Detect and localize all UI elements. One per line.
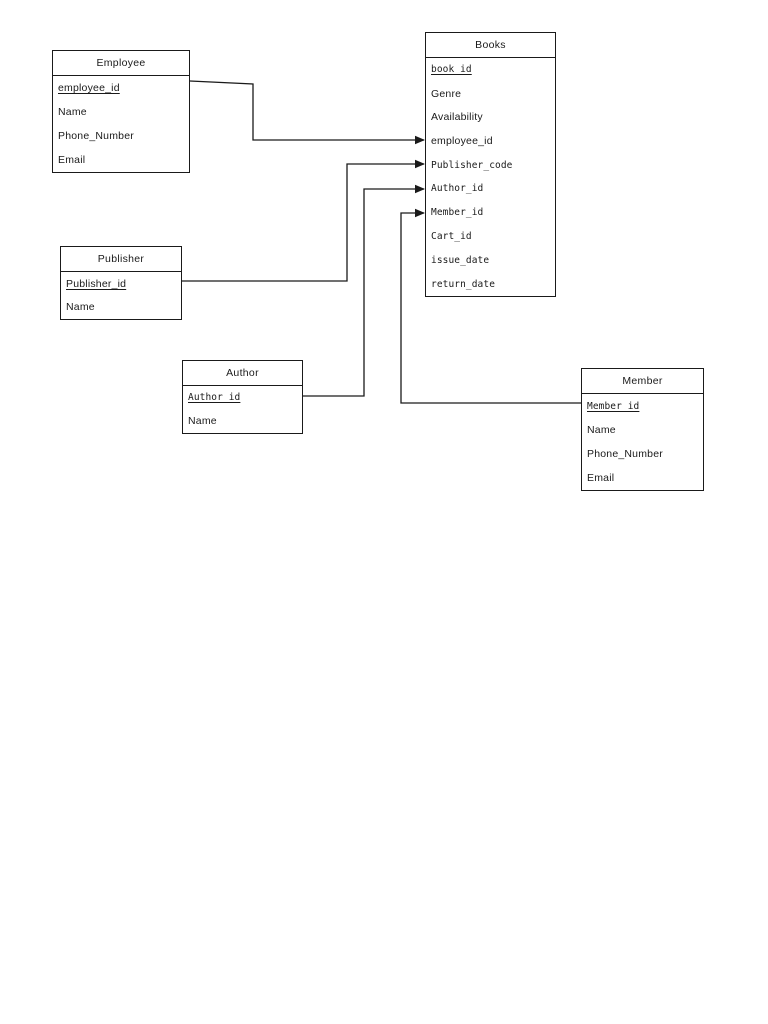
field-books-book_id: book_id: [431, 64, 472, 76]
field-employee-name: Name: [58, 106, 87, 118]
field-author-name: Name: [188, 415, 217, 428]
entity-member: Member Member_id Name Phone_Number Email: [581, 368, 704, 491]
field-employee-employee_id: employee_id: [58, 82, 120, 94]
entity-author-fields: Author_id Name: [183, 386, 302, 433]
field-member-email: Email: [587, 472, 615, 484]
relationship-author-to-books: [303, 184, 425, 397]
field-books-publisher_code: Publisher_code: [431, 159, 513, 171]
entity-author-title: Author: [183, 361, 302, 386]
entity-member-fields: Member_id Name Phone_Number Email: [582, 394, 703, 490]
entity-employee: Employee employee_id Name Phone_Number E…: [52, 50, 190, 173]
field-employee-phone_number: Phone_Number: [58, 130, 134, 142]
entity-employee-title: Employee: [53, 51, 189, 76]
field-books-author_id: Author_id: [431, 183, 484, 195]
entity-author: Author Author_id Name: [182, 360, 303, 434]
field-books-issue_date: issue_date: [431, 254, 490, 266]
entity-publisher: Publisher Publisher_id Name: [60, 246, 182, 320]
field-books-availability: Availability: [431, 111, 483, 124]
field-member-phone_number: Phone_Number: [587, 448, 663, 460]
field-books-genre: Genre: [431, 87, 462, 100]
entity-books: Books book_id Genre Availability employe…: [425, 32, 556, 297]
entity-member-title: Member: [582, 369, 703, 394]
field-books-member_id: Member_id: [431, 207, 484, 219]
entity-books-title: Books: [426, 33, 555, 58]
relationship-publisher-to-books: [182, 159, 425, 282]
entity-books-fields: book_id Genre Availability employee_id P…: [426, 58, 555, 296]
field-author-author_id: Author_id: [188, 392, 241, 404]
relationship-employee-to-books: [189, 80, 425, 145]
field-publisher-name: Name: [66, 301, 95, 314]
entity-publisher-title: Publisher: [61, 247, 181, 272]
field-books-return_date: return_date: [431, 278, 496, 290]
entity-publisher-fields: Publisher_id Name: [61, 272, 181, 319]
field-employee-email: Email: [58, 154, 86, 166]
field-member-member_id: Member_id: [587, 400, 640, 412]
field-member-name: Name: [587, 424, 616, 436]
field-books-cart_id: Cart_id: [431, 230, 472, 242]
field-books-employee_id: employee_id: [431, 135, 493, 148]
field-publisher-publisher_id: Publisher_id: [66, 277, 127, 290]
entity-employee-fields: employee_id Name Phone_Number Email: [53, 76, 189, 172]
